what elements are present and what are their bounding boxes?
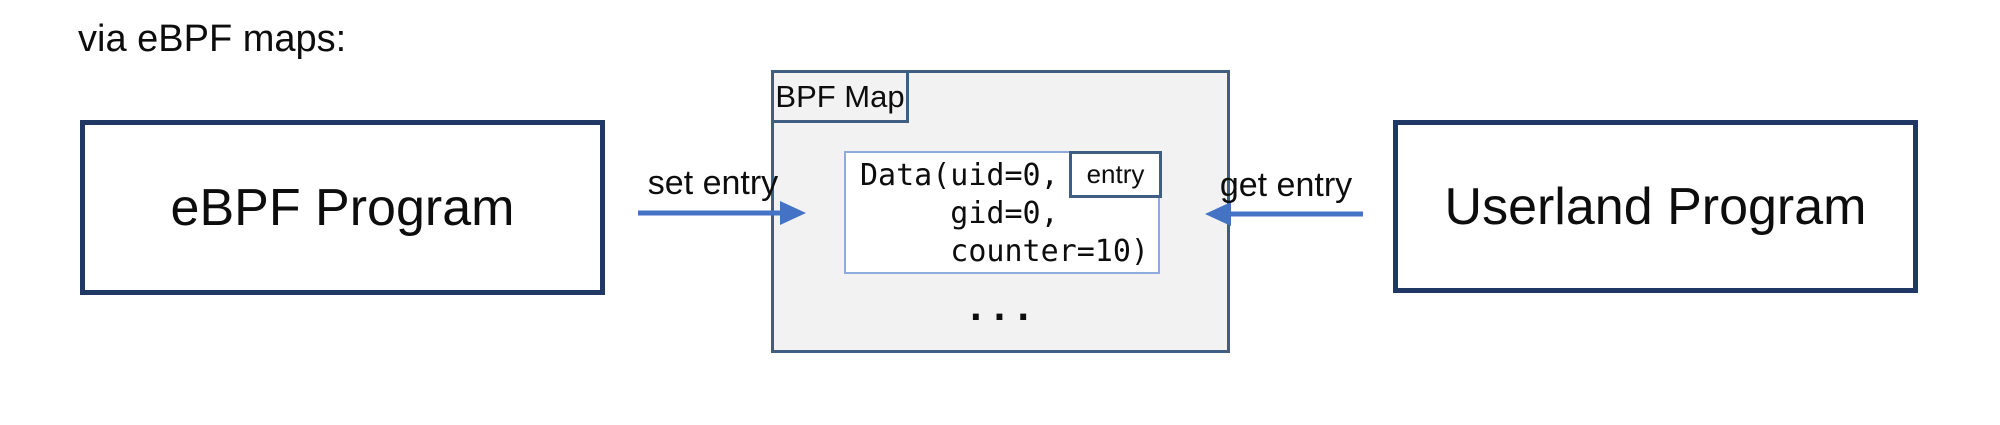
entry-record-code: Data(uid=0, gid=0, counter=10) [860, 157, 1149, 271]
userland-program-box: Userland Program [1393, 120, 1918, 293]
diagram-title: via eBPF maps: [78, 18, 347, 60]
more-entries-ellipsis: ... [964, 288, 1037, 329]
ebpf-program-box: eBPF Program [80, 120, 605, 295]
code-line-2: gid=0, [860, 196, 1059, 231]
get-entry-label: get entry [1219, 166, 1353, 204]
userland-program-label: Userland Program [1444, 177, 1867, 236]
bpf-map-tab: BPF Map [771, 70, 909, 123]
set-entry-label: set entry [647, 164, 779, 202]
bpf-map-tab-label: BPF Map [775, 78, 905, 114]
map-entry-record-box: Data(uid=0, gid=0, counter=10) [844, 151, 1160, 274]
entry-badge-label: entry [1086, 159, 1145, 189]
ebpf-program-label: eBPF Program [170, 178, 515, 237]
code-line-1: Data(uid=0, [860, 158, 1059, 193]
entry-badge-box: entry [1069, 151, 1162, 198]
code-line-3: counter=10) [860, 234, 1149, 269]
